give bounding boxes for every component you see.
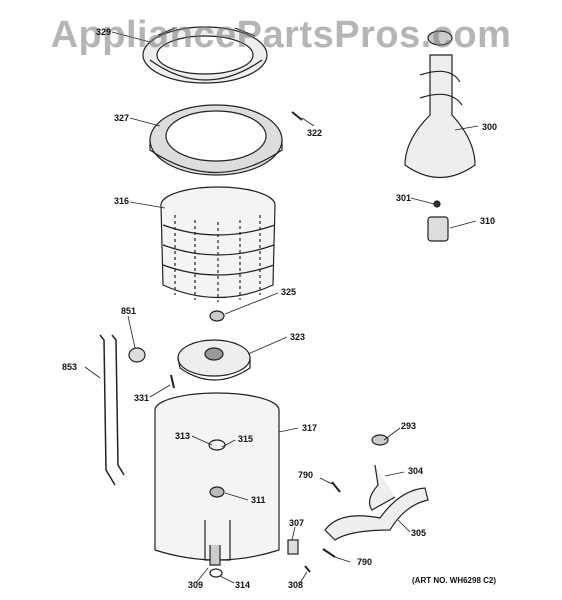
screw-part-322	[291, 111, 303, 121]
callout-329: 329	[96, 27, 112, 37]
outer-tub-part	[154, 392, 280, 561]
wash-basket-part	[160, 186, 276, 302]
hose-part-304	[368, 464, 396, 511]
screw-part-301	[433, 200, 441, 208]
balance-ring-part	[149, 104, 283, 176]
art-number: (ART NO. WH6298 C2)	[412, 576, 497, 585]
callout-327: 327	[114, 113, 130, 123]
clamp-part-790-bottom	[322, 548, 336, 558]
screw-part-331	[170, 374, 175, 389]
callout-311: 311	[251, 495, 266, 505]
tub-cover-part	[142, 26, 268, 84]
callout-851: 851	[121, 306, 137, 316]
callout-315: 315	[238, 434, 254, 444]
callout-307: 307	[289, 518, 305, 528]
callout-316: 316	[114, 196, 130, 206]
clamp-part-790-top	[331, 481, 341, 493]
nut-part-325	[209, 310, 225, 322]
screw-part-308	[304, 565, 311, 573]
clip-part-851	[128, 347, 146, 363]
callout-305: 305	[411, 528, 427, 538]
agitator-part	[404, 30, 476, 178]
clamp-part-293	[371, 434, 389, 446]
callout-293: 293	[401, 421, 417, 431]
callout-313: 313	[175, 431, 191, 441]
callout-310: 310	[480, 216, 496, 226]
seal-part-314	[209, 568, 223, 578]
callout-853: 853	[62, 362, 78, 372]
drain-fitting-part-309	[209, 545, 221, 566]
leader-lines	[84, 31, 479, 584]
callout-790-top: 790	[298, 470, 314, 480]
hose-part-305	[324, 487, 429, 541]
callout-317: 317	[302, 423, 318, 433]
callout-309: 309	[188, 580, 204, 590]
callout-308: 308	[288, 580, 304, 590]
callout-300: 300	[482, 122, 498, 132]
hose-part-853	[99, 334, 125, 486]
callout-323: 323	[290, 332, 306, 342]
callout-325: 325	[281, 287, 297, 297]
callout-304: 304	[408, 466, 424, 476]
callout-790-bottom: 790	[357, 557, 373, 567]
callout-331: 331	[134, 393, 150, 403]
callout-301: 301	[396, 193, 412, 203]
callout-314: 314	[235, 580, 251, 590]
bracket-part-307	[287, 539, 299, 555]
cap-part-310	[427, 216, 449, 242]
hub-plate-part	[177, 339, 251, 381]
callout-322: 322	[307, 128, 323, 138]
